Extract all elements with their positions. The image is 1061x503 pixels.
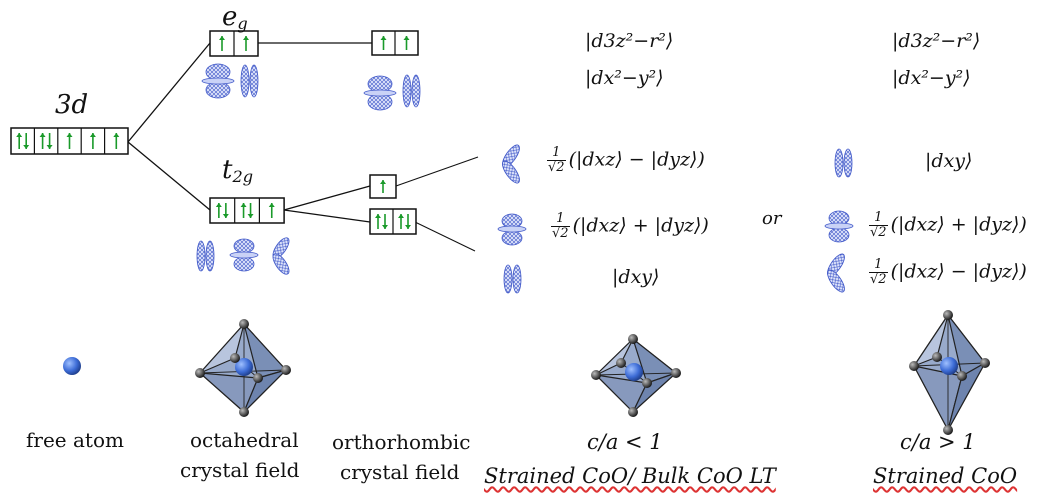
orbital-box-ortho-eg <box>371 30 419 56</box>
caption-octahedral-line2: crystal field <box>180 458 300 482</box>
dz2-orbital-icon <box>363 75 397 111</box>
level-label-3d: 3d <box>55 90 89 120</box>
dxz-minus-dyz-orbital-icon <box>827 253 845 293</box>
level-label-t2g: t2g <box>222 155 254 187</box>
splitting-lines <box>127 42 479 252</box>
line-lower-to-ket <box>414 221 476 252</box>
ket-col1-d3z2: |d3z²−r²⟩ <box>585 30 674 52</box>
orbital-box-eg <box>209 30 259 57</box>
caption-orthorhombic-line1: orthorhombic <box>332 430 471 454</box>
dxy-orbital-icon <box>503 264 522 294</box>
ket-col1-dxz-plus-dyz: 1√2(|dxz⟩ + |dyz⟩) <box>551 211 709 241</box>
caption-ca-greater-than-1: c/a > 1 <box>900 430 976 454</box>
dxz-plus-dyz-orbital-icon <box>824 210 854 243</box>
dxz-minus-dyz-orbital-icon <box>502 144 520 184</box>
octahedron-compressed-icon <box>591 334 681 417</box>
ket-col2-dxz-plus-dyz: 1√2(|dxz⟩ + |dyz⟩) <box>869 210 1027 240</box>
dxy-orbital-icon <box>196 240 215 272</box>
line-t2g-to-upper <box>283 185 371 211</box>
dyz-orbital-icon <box>272 237 290 275</box>
caption-orthorhombic-line2: crystal field <box>340 460 460 484</box>
free-atom-sphere-icon <box>63 357 81 375</box>
dx2y2-orbital-icon <box>240 64 259 98</box>
caption-strained-coo-bulk-lt: Strained CoO/ Bulk CoO LT <box>484 464 776 488</box>
line-t2g-to-lower <box>283 209 371 223</box>
d-orbital-icons <box>196 63 854 294</box>
ket-col1-dxy: |dxy⟩ <box>612 266 660 288</box>
caption-ca-less-than-1: c/a < 1 <box>587 430 663 454</box>
ket-col2-dxy: |dxy⟩ <box>925 150 973 172</box>
caption-strained-coo: Strained CoO <box>873 464 1018 488</box>
caption-free-atom: free atom <box>26 428 124 452</box>
line-3d-to-eg <box>127 42 211 143</box>
dx2y2-orbital-icon <box>402 74 421 108</box>
line-3d-to-t2g <box>127 141 211 211</box>
octahedron-elongated-icon <box>909 310 990 435</box>
dxy-orbital-icon <box>834 148 853 178</box>
ket-col2-dxz-minus-dyz: 1√2(|dxz⟩ − |dyz⟩) <box>869 257 1027 287</box>
ket-col2-dx2y2: |dx²−y²⟩ <box>892 67 971 89</box>
dz2-orbital-icon <box>201 63 235 99</box>
orbital-box-ortho-upper <box>369 174 397 199</box>
octahedron-regular-icon <box>195 319 291 417</box>
orbital-boxes <box>10 30 419 235</box>
ket-col1-dx2y2: |dx²−y²⟩ <box>585 67 664 89</box>
ket-col1-dxz-minus-dyz: 1√2(|dxz⟩ − |dyz⟩) <box>547 145 705 175</box>
line-upper-to-ket <box>395 156 479 187</box>
dxz-orbital-icon <box>229 238 259 272</box>
dxz-plus-dyz-orbital-icon <box>497 213 527 246</box>
or-label: or <box>762 208 782 229</box>
caption-octahedral-line1: octahedral <box>190 428 299 452</box>
level-label-eg: eg <box>222 2 248 34</box>
ket-col2-d3z2: |d3z²−r²⟩ <box>892 30 981 52</box>
orbital-box-ortho-lower <box>369 208 417 235</box>
orbital-box-t2g <box>209 197 285 224</box>
orbital-box-3d <box>10 127 129 155</box>
